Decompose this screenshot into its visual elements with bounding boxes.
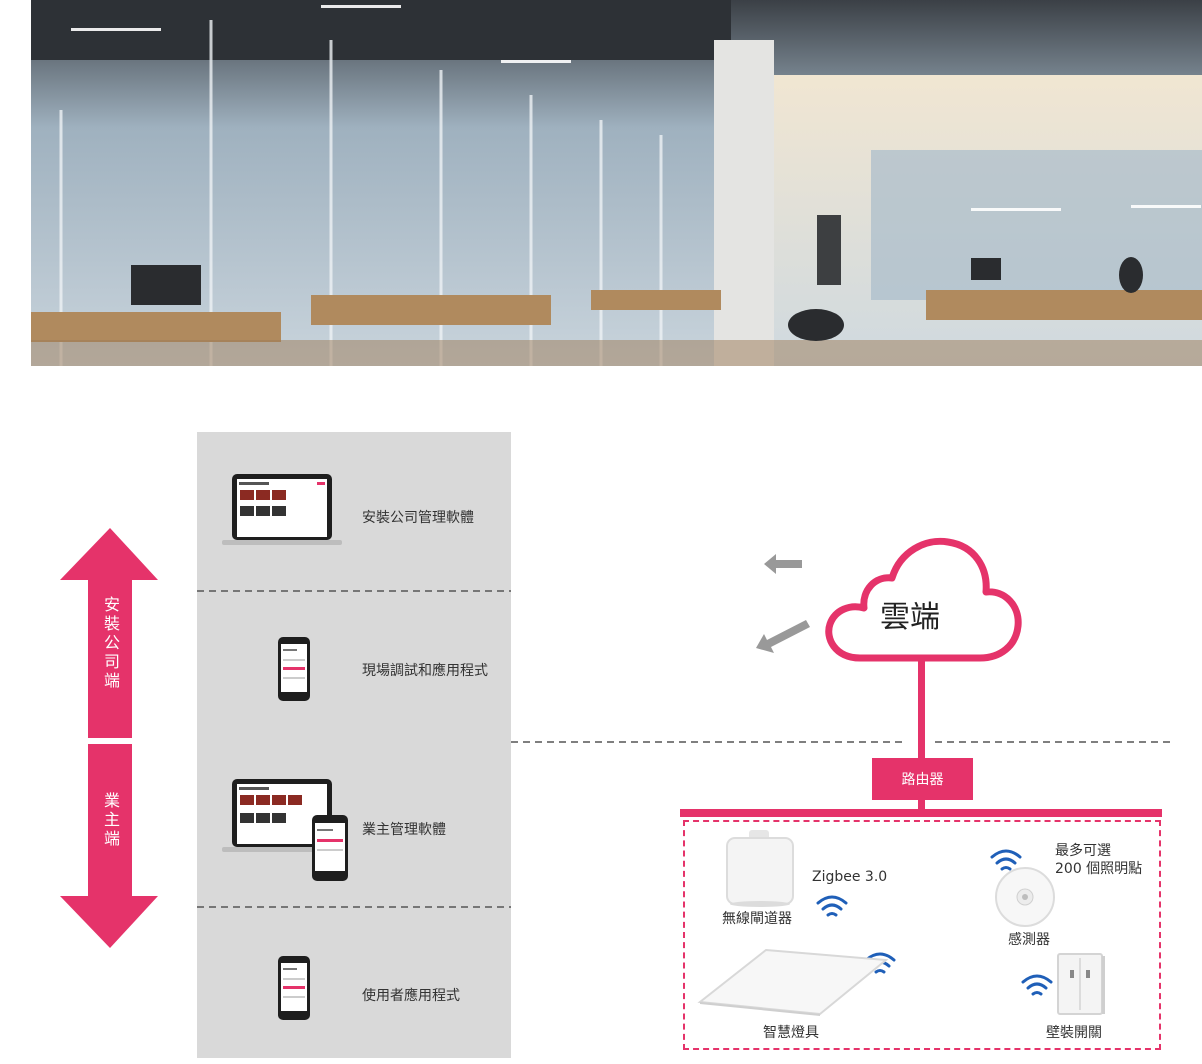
protocol-label: Zigbee 3.0 [812, 869, 888, 885]
switch-label: 壁裝開關 [1046, 1025, 1102, 1041]
double-arrow [60, 528, 158, 948]
max-points-line1: 最多可選 [1055, 843, 1111, 859]
cloud-label: 雲端 [880, 600, 940, 635]
sensor-label: 感測器 [1008, 932, 1050, 948]
router-bus-connector [918, 800, 925, 810]
wifi-icon [816, 895, 848, 917]
panel-dividers [197, 590, 511, 908]
phone-icon [278, 956, 310, 1024]
office-photo [31, 0, 1202, 366]
arrow-label-owner: 業主端 [101, 792, 120, 849]
network-bus [680, 809, 1162, 817]
phone-icon [278, 637, 310, 705]
light-label: 智慧燈具 [763, 1025, 819, 1041]
laptop-and-phone-icon [222, 777, 360, 885]
wifi-icon [1021, 974, 1053, 996]
cloud-router-connector [918, 658, 925, 758]
light-panel-icon [697, 948, 889, 1016]
wall-switch-icon [1057, 953, 1105, 1015]
arrow-label-installer: 安裝公司端 [101, 596, 120, 691]
cloud-icon [825, 537, 1022, 662]
gateway-icon [726, 830, 794, 907]
sensor-icon [995, 867, 1055, 927]
gateway-label: 無線閘道器 [722, 911, 792, 927]
grey-arrows [756, 554, 810, 653]
boundary-dashed-line [511, 741, 1172, 743]
row-label-installer-software: 安裝公司管理軟體 [362, 510, 474, 526]
row-label-owner-software: 業主管理軟體 [362, 822, 446, 838]
max-points-line2: 200 個照明點 [1055, 861, 1143, 877]
router-label: 路由器 [901, 772, 944, 788]
device-zone [683, 820, 1161, 1050]
row-label-user-app: 使用者應用程式 [362, 988, 460, 1004]
router-box: 路由器 [872, 758, 973, 800]
laptop-icon [222, 472, 342, 552]
wifi-icon [990, 849, 1022, 871]
row-label-commissioning-app: 現場調試和應用程式 [362, 663, 488, 679]
